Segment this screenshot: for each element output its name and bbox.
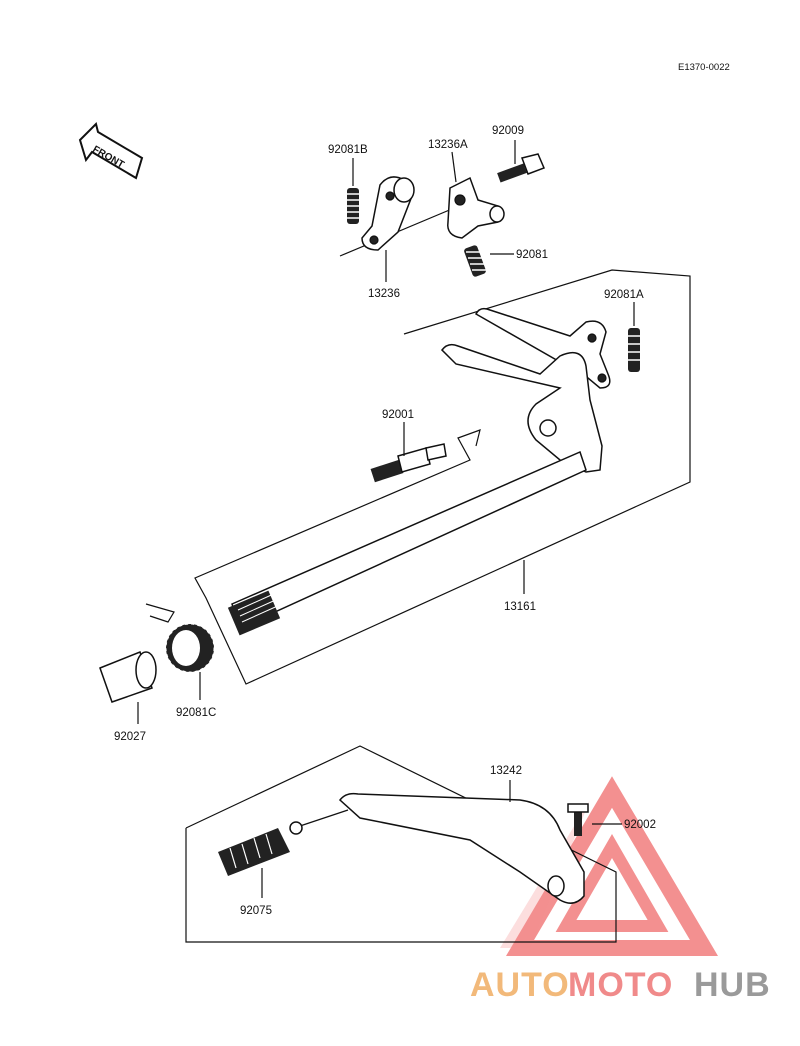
label-13236: 13236 xyxy=(368,288,400,300)
spring-92081B xyxy=(347,188,359,224)
shift-arm xyxy=(441,307,611,473)
label-92009: 92009 xyxy=(492,125,524,137)
rubber-92075 xyxy=(218,828,290,876)
group-outline-shaft xyxy=(194,269,691,685)
spring-92081 xyxy=(464,245,488,277)
label-92002: 92002 xyxy=(624,819,656,831)
label-92081C: 92081C xyxy=(176,707,216,719)
diagram-code: E1370-0022 xyxy=(678,62,730,73)
plate-13236A xyxy=(447,176,505,239)
label-92081: 92081 xyxy=(516,249,548,261)
pedal-13242 xyxy=(289,792,585,904)
lever-13236 xyxy=(361,176,415,251)
label-92081A: 92081A xyxy=(604,289,644,301)
bolt-92001 xyxy=(370,443,447,483)
front-arrow-icon: FRONT xyxy=(78,122,144,180)
bolt-92002 xyxy=(567,803,589,836)
label-13242: 13242 xyxy=(490,765,522,777)
spring-92081A xyxy=(628,328,640,372)
label-13161: 13161 xyxy=(504,601,536,613)
label-92081B: 92081B xyxy=(328,144,368,156)
watermark-part-hub: HUB xyxy=(694,966,771,1004)
label-92001: 92001 xyxy=(382,409,414,421)
spring-92081C xyxy=(145,603,215,673)
group-outline-pedal xyxy=(185,745,617,943)
collar-92027 xyxy=(99,651,157,703)
label-92075: 92075 xyxy=(240,905,272,917)
watermark-part-moto: MOTO xyxy=(568,966,673,1004)
label-13236A: 13236A xyxy=(428,139,468,151)
watermark-part-auto: AUTO xyxy=(470,966,570,1004)
label-92027: 92027 xyxy=(114,731,146,743)
watermark-text: AUTO MOTO HUB xyxy=(470,966,771,1004)
shaft-13161 xyxy=(227,450,587,636)
bolt-92009 xyxy=(497,153,545,183)
